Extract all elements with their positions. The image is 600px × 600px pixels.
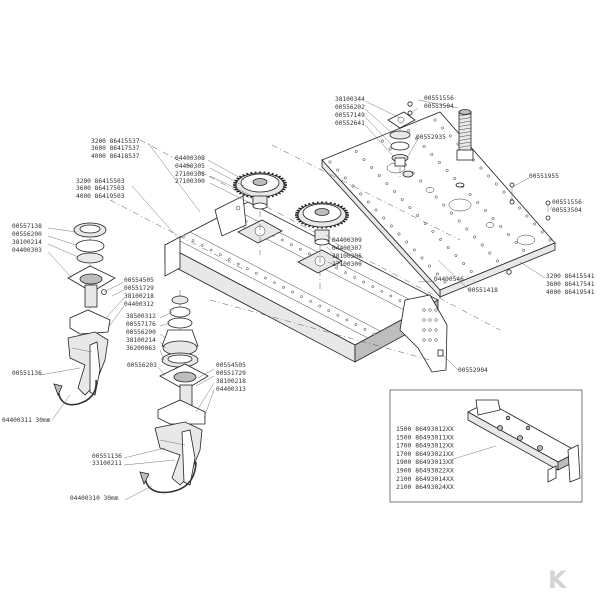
part-label: 04400303 (12, 247, 42, 254)
part-label: 3600 86417541 (546, 281, 595, 288)
top-mounting-plate (321, 111, 556, 299)
main-frame (164, 195, 448, 373)
part-label: 04400310 30mm (70, 495, 119, 502)
part-label: 00553504 (552, 207, 582, 214)
brand-logo: K (548, 566, 568, 594)
part-label: 00552904 (458, 367, 488, 374)
part-label: 36200063 (126, 345, 156, 352)
gear-left (233, 171, 287, 210)
part-label: 00552641 (335, 120, 365, 127)
inset-variant-label: 1500 86493011XX (396, 433, 454, 441)
left-hub-assembly (53, 222, 116, 406)
part-label: 00551729 (216, 370, 246, 377)
part-label: 38500312 (126, 313, 156, 320)
part-label: 27100300 (175, 178, 205, 185)
part-label: 4000 86418537 (91, 153, 140, 160)
part-label: 04400311 30mm (2, 417, 51, 424)
part-label: 00557176 (126, 321, 156, 328)
part-label: 00551556 (424, 95, 454, 102)
inset-variant-label: 1700 86493012XX (396, 442, 454, 450)
variant-inset (389, 389, 583, 503)
part-label: 4000 86419503 (76, 193, 125, 200)
part-label: 38100214 (126, 337, 156, 344)
part-label: 3200 86415537 (91, 138, 140, 145)
part-label: 3200 86415503 (76, 178, 125, 185)
brand-logo-letter: K (548, 566, 568, 594)
part-label: 00554505 (124, 277, 154, 284)
part-label: 00551556 (552, 199, 582, 206)
gear-right (295, 201, 349, 246)
part-label: 00556202 (335, 104, 365, 111)
part-label: 00551418 (468, 287, 498, 294)
inset-variant-label: 1900 86493013XX (396, 458, 454, 466)
part-label: 27100308 (175, 171, 205, 178)
part-label: 04400305 (175, 163, 205, 170)
part-label: 38100214 (12, 239, 42, 246)
part-label: 00553504 (424, 103, 454, 110)
part-label: 3600 86417503 (76, 185, 125, 192)
part-label: 04400313 (216, 386, 246, 393)
part-label: 00552935 (416, 134, 446, 141)
part-label: 04400309 (332, 237, 362, 244)
part-label: 04400308 (175, 155, 205, 162)
inset-variant-label: 1900 86493022XX (396, 467, 454, 475)
part-label: 04400546 (434, 276, 464, 283)
middle-hub-assembly (139, 295, 209, 494)
part-label: 4000 86419541 (546, 289, 595, 296)
inset-variant-label: 1700 86493021XX (396, 450, 454, 458)
part-label: 38100344 (335, 96, 365, 103)
part-label: 00556200 (12, 231, 42, 238)
part-label: 00557138 (12, 223, 42, 230)
top-shaft-assembly (387, 101, 551, 275)
part-label: 27100300 (332, 261, 362, 268)
part-label: 00551136 (12, 370, 42, 377)
part-label: 38100206 (332, 253, 362, 260)
inset-variant-label: 2100 86493014XX (396, 475, 454, 483)
part-label: 00551136 (92, 453, 122, 460)
inset-variant-label: 2100 86493024XX (396, 483, 454, 491)
part-label: 00551729 (124, 285, 154, 292)
part-label: 3600 86417537 (91, 145, 140, 152)
part-label: 00557149 (335, 112, 365, 119)
part-label: 00556203 (127, 362, 157, 369)
part-label: 04400312 (124, 301, 154, 308)
part-label: 00556200 (126, 329, 156, 336)
part-label: 38100218 (216, 378, 246, 385)
inset-variant-label: 1500 86493012XX (396, 425, 454, 433)
part-label: 00554505 (216, 362, 246, 369)
part-label: 00551955 (529, 173, 559, 180)
part-label: 3200 86415541 (546, 273, 595, 280)
part-label: 33100211 (92, 460, 122, 467)
inset-frame-drawing (467, 399, 581, 483)
part-label: 04400307 (332, 245, 362, 252)
leader-lines (39, 99, 553, 501)
part-label: 38100218 (124, 293, 154, 300)
